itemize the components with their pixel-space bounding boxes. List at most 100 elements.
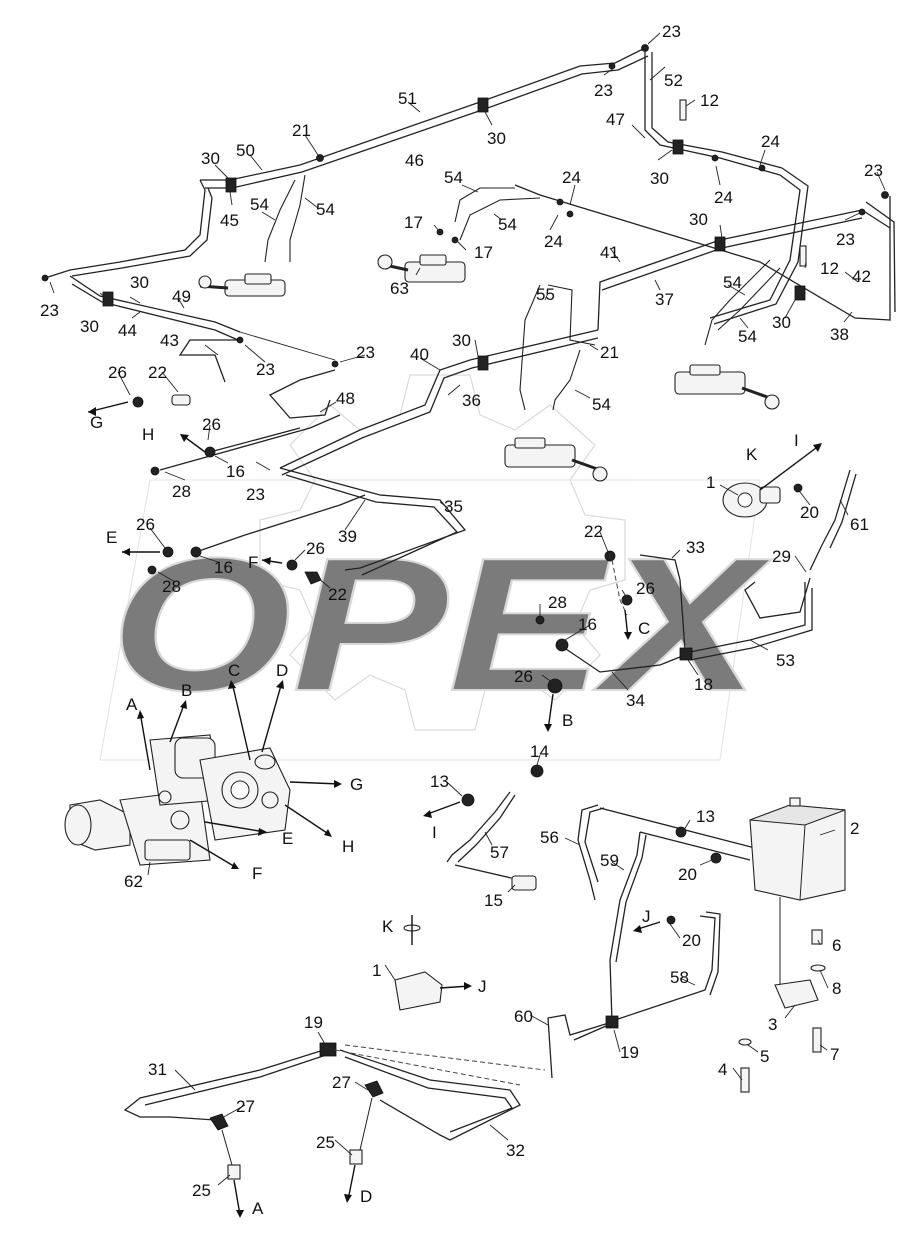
callout-23: 23 [662, 22, 681, 41]
connection-k: K [382, 917, 394, 936]
callout-25: 25 [316, 1133, 335, 1152]
callout-16: 16 [214, 558, 233, 577]
callout-26: 26 [306, 539, 325, 558]
callout-23: 23 [256, 360, 275, 379]
part-12-a [679, 99, 687, 121]
callout-24: 24 [562, 168, 581, 187]
connection-b: B [562, 711, 573, 730]
cylinder-mid [504, 437, 608, 482]
callout-28: 28 [162, 577, 181, 596]
clamp-30-b [477, 97, 489, 113]
connection-i: I [794, 431, 799, 450]
callout-24: 24 [761, 132, 780, 151]
callout-4: 4 [718, 1060, 727, 1079]
callout-13: 13 [696, 807, 715, 826]
callout-16: 16 [226, 462, 245, 481]
connection-c: C [638, 619, 650, 638]
callout-55: 55 [536, 285, 555, 304]
callout-20: 20 [682, 931, 701, 950]
callout-23: 23 [40, 301, 59, 320]
callout-29: 29 [772, 547, 791, 566]
callout-54: 54 [498, 215, 517, 234]
clamp-30-e [794, 285, 806, 301]
connection-a: A [126, 695, 138, 714]
opex-watermark: OPEX [99, 374, 774, 761]
part-callouts: 23 23 52 12 51 30 21 50 30 46 47 24 30 2… [40, 22, 883, 1200]
callout-36: 36 [462, 391, 481, 410]
bottom-pipes [123, 1042, 546, 1180]
callout-26: 26 [514, 667, 533, 686]
callout-30: 30 [650, 169, 669, 188]
callout-23: 23 [356, 343, 375, 362]
cylinder-right [674, 364, 780, 410]
callout-61: 61 [850, 515, 869, 534]
callout-1: 1 [706, 473, 715, 492]
callout-1: 1 [372, 961, 381, 980]
callout-33: 33 [686, 538, 705, 557]
callout-42: 42 [852, 267, 871, 286]
callout-45: 45 [220, 211, 239, 230]
callout-30: 30 [689, 210, 708, 229]
callout-21: 21 [600, 343, 619, 362]
connection-d: D [276, 661, 288, 680]
callout-25: 25 [192, 1181, 211, 1200]
callout-12: 12 [820, 259, 839, 278]
callout-46: 46 [405, 151, 424, 170]
connection-g: G [90, 413, 103, 432]
connection-i: I [432, 823, 437, 842]
leader-lines [49, 32, 886, 1186]
connection-j: J [642, 907, 651, 926]
callout-50: 50 [236, 141, 255, 160]
callout-27: 27 [332, 1073, 351, 1092]
callout-3: 3 [768, 1015, 777, 1034]
callout-56: 56 [540, 828, 559, 847]
connection-b: B [181, 681, 192, 700]
callout-32: 32 [506, 1141, 525, 1160]
callout-54: 54 [738, 327, 757, 346]
callout-15: 15 [484, 891, 503, 910]
callout-31: 31 [148, 1060, 167, 1079]
callout-51: 51 [398, 89, 417, 108]
callout-30: 30 [452, 331, 471, 350]
callout-28: 28 [172, 482, 191, 501]
callout-58: 58 [670, 968, 689, 987]
callout-20: 20 [678, 865, 697, 884]
callout-21: 21 [292, 121, 311, 140]
direction-arrows [87, 401, 822, 1218]
callout-54: 54 [250, 195, 269, 214]
callout-40: 40 [410, 345, 429, 364]
callout-43: 43 [160, 331, 179, 350]
callout-22: 22 [148, 363, 167, 382]
callout-44: 44 [118, 321, 137, 340]
callout-47: 47 [606, 110, 625, 129]
connection-e: E [282, 829, 293, 848]
callout-35: 35 [444, 497, 463, 516]
callout-27: 27 [236, 1097, 255, 1116]
callout-26: 26 [636, 579, 655, 598]
left-fittings [132, 394, 322, 585]
callout-63: 63 [390, 279, 409, 298]
callout-57: 57 [490, 843, 509, 862]
clamp-30-f [102, 291, 114, 307]
callout-30: 30 [130, 273, 149, 292]
callout-34: 34 [626, 691, 645, 710]
callout-8: 8 [832, 979, 841, 998]
cylinder-63 [377, 254, 466, 283]
connection-k: K [746, 445, 758, 464]
clamp-30-c [672, 139, 684, 155]
cylinder-left [198, 273, 286, 297]
callout-23: 23 [246, 485, 265, 504]
connection-a: A [252, 1199, 264, 1218]
callout-37: 37 [655, 290, 674, 309]
callout-54: 54 [316, 200, 335, 219]
connection-f: F [248, 553, 258, 572]
middle-right-assembly [535, 469, 857, 694]
callout-28: 28 [548, 593, 567, 612]
callout-60: 60 [514, 1007, 533, 1026]
callout-39: 39 [338, 527, 357, 546]
callout-59: 59 [600, 851, 619, 870]
callout-54: 54 [444, 168, 463, 187]
callout-62: 62 [124, 872, 143, 891]
connection-c: C [228, 661, 240, 680]
